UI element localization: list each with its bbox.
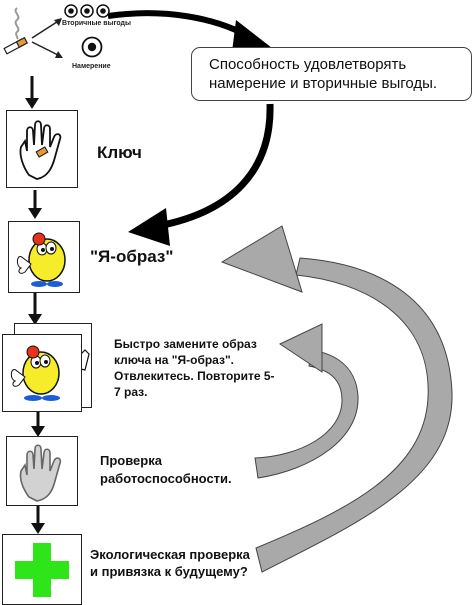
grey-arrow-large-head <box>220 225 303 293</box>
ecology-frame <box>2 534 82 605</box>
bird-character-icon <box>16 232 66 287</box>
cigarette-icon <box>2 34 32 56</box>
secondary-benefits-label: Вторичные выгоды <box>62 20 131 27</box>
curved-arrow-to-callout-head <box>232 20 272 52</box>
down-arrow-1 <box>25 76 39 109</box>
grey-arrow-medium-head <box>278 323 323 373</box>
step-self-image-label: "Я-образ" <box>90 247 174 266</box>
key-image-frame <box>6 110 78 188</box>
self-image-frame <box>8 221 80 293</box>
down-arrow-5 <box>31 505 45 534</box>
curved-arrow-to-self-image <box>157 103 274 230</box>
swap-front-frame <box>2 334 82 412</box>
down-arrow-4 <box>31 410 45 437</box>
step-ecology-label: Экологическая проверка и привязка к буду… <box>90 547 250 579</box>
grey-arrow-large-body <box>255 257 453 573</box>
down-arrow-3 <box>28 292 42 325</box>
smoke-icon <box>10 6 24 40</box>
secondary-benefit-target-icon-3 <box>96 4 110 18</box>
grey-hand-icon <box>19 444 62 502</box>
intention-label: Намерение <box>72 63 111 70</box>
secondary-benefit-target-icon-1 <box>64 4 78 18</box>
secondary-benefit-target-icon-2 <box>80 4 94 18</box>
check-frame <box>6 436 78 506</box>
bird-character-icon-2 <box>10 345 60 401</box>
split-arrows <box>31 18 63 58</box>
callout-box: Способность удовлетворять намерение и вт… <box>191 47 472 101</box>
step-check-label: Проверка работоспособности. <box>100 453 232 486</box>
green-cross-icon <box>15 543 69 597</box>
curved-arrow-to-self-image-head <box>128 208 170 246</box>
down-arrow-2 <box>28 190 42 219</box>
step-swap-label: Быстро замените образ ключа на "Я-образ"… <box>114 337 275 399</box>
step-key-label: Ключ <box>97 143 142 162</box>
intention-target-icon <box>81 36 103 58</box>
hand-icon <box>19 120 62 180</box>
